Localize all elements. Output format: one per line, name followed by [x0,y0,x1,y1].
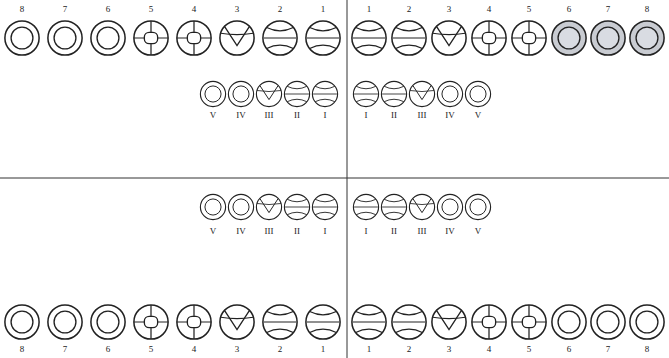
tooth-number: 2 [278,345,283,354]
tooth-numeral: II [294,227,300,236]
tooth-number: 6 [106,5,111,14]
tooth-number: 7 [606,345,611,354]
tooth-numeral: V [475,227,482,236]
tooth-number: 7 [63,345,68,354]
tooth-numeral: V [210,227,217,236]
tooth-number: 6 [106,345,111,354]
tooth-numeral: II [391,227,397,236]
tooth-numeral: III [418,111,427,120]
tooth-number: 8 [645,5,650,14]
tooth-numeral: II [294,111,300,120]
tooth-numeral: I [365,227,368,236]
tooth-numeral: IV [236,227,246,236]
tooth-number: 5 [527,345,532,354]
tooth-numeral: IV [236,111,246,120]
tooth-number: 5 [527,5,532,14]
tooth-number: 4 [487,5,492,14]
tooth-number: 1 [321,5,326,14]
tooth-number: 4 [487,345,492,354]
tooth-number: 3 [447,5,452,14]
tooth-number: 7 [606,5,611,14]
tooth-numeral: III [265,111,274,120]
tooth-numeral: V [210,111,217,120]
tooth-number: 4 [192,5,197,14]
tooth-numeral: IV [445,227,455,236]
tooth-numeral: I [365,111,368,120]
tooth-number: 8 [645,345,650,354]
tooth-number: 8 [20,5,25,14]
tooth-number: 2 [407,345,412,354]
tooth-numeral: II [391,111,397,120]
tooth-number: 7 [63,5,68,14]
tooth-number: 1 [321,345,326,354]
tooth-numeral: IV [445,111,455,120]
tooth-number: 5 [149,5,154,14]
tooth-number: 2 [407,5,412,14]
tooth-number: 6 [567,5,572,14]
tooth-number: 4 [192,345,197,354]
tooth-number: 3 [235,345,240,354]
tooth-numeral: III [265,227,274,236]
tooth-numeral: III [418,227,427,236]
tooth-numeral: I [324,227,327,236]
tooth-number: 3 [235,5,240,14]
tooth-numeral: I [324,111,327,120]
tooth-numeral: V [475,111,482,120]
tooth-number: 5 [149,345,154,354]
tooth-number: 8 [20,345,25,354]
tooth-number: 6 [567,345,572,354]
tooth-number: 2 [278,5,283,14]
tooth-number: 1 [367,5,372,14]
tooth-number: 3 [447,345,452,354]
tooth-number: 1 [367,345,372,354]
